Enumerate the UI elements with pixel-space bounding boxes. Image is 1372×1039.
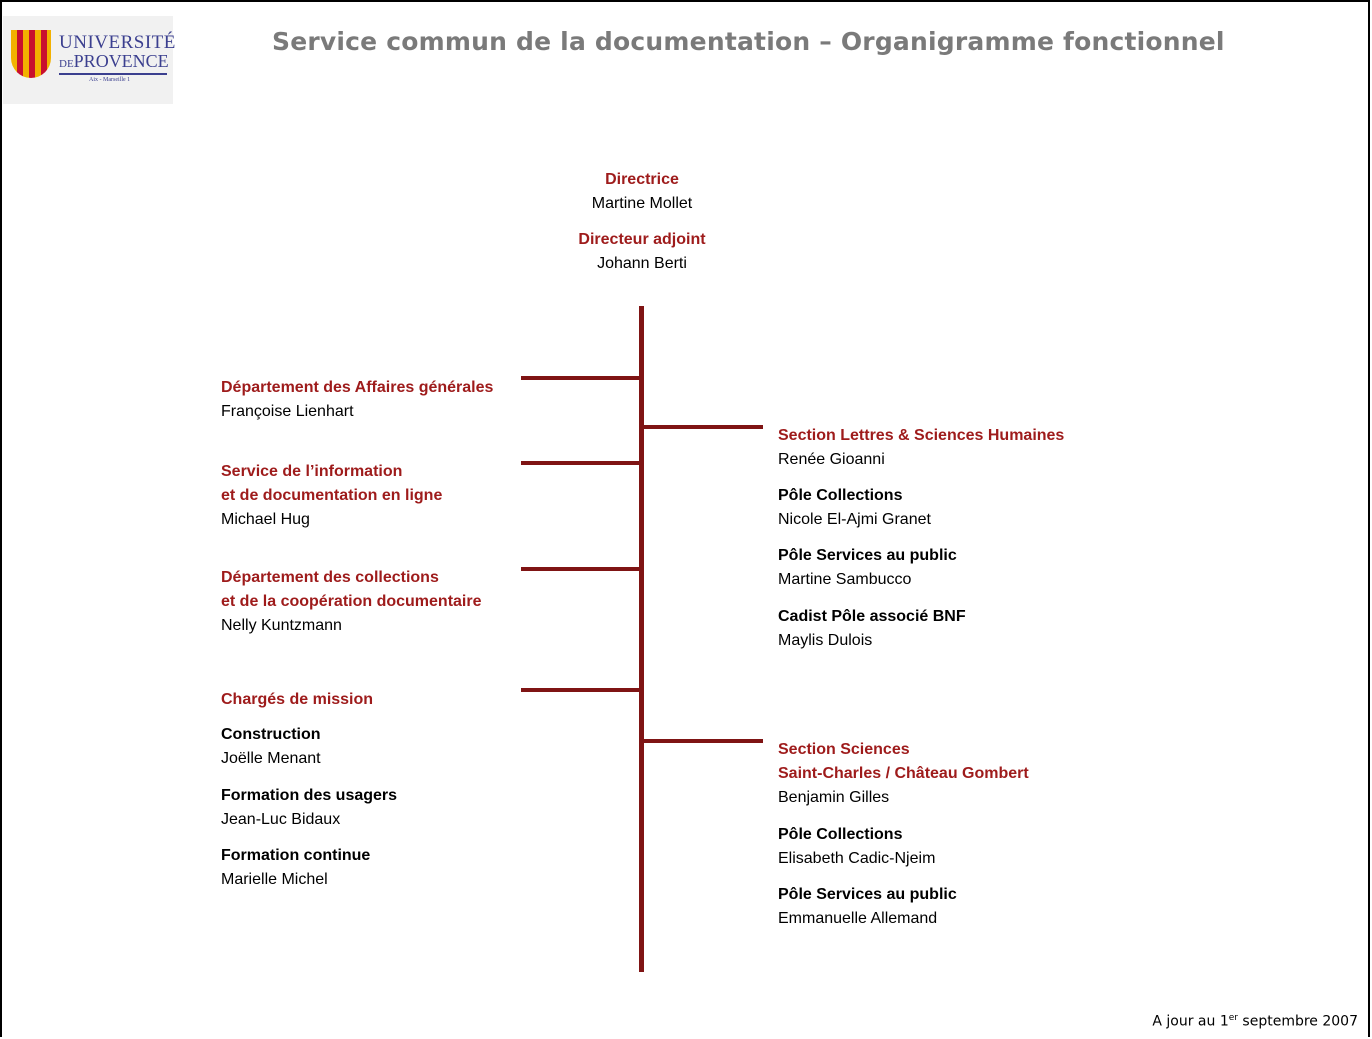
branch-missions <box>521 688 641 692</box>
section-lsh-title: Section Lettres & Sciences Humaines <box>778 427 1065 444</box>
adjoint-block: Directeur adjoint Johann Berti <box>492 228 792 276</box>
pole-name: Nicole El-Ajmi Granet <box>778 511 931 528</box>
pole-title: Pôle Collections <box>778 487 903 504</box>
section-sciences-title-1: Section Sciences <box>778 741 910 758</box>
dept-affaires: Département des Affaires générales Franç… <box>221 376 493 424</box>
service-info: Service de l’information et de documenta… <box>221 460 442 532</box>
section-lsh: Section Lettres & Sciences Humaines René… <box>778 424 1064 472</box>
section-sciences: Section Sciences Saint-Charles / Château… <box>778 738 1029 810</box>
dept-collections-title-2: et de la coopération documentaire <box>221 593 482 610</box>
branch-lsh <box>642 425 763 429</box>
dept-affaires-name: Françoise Lienhart <box>221 403 354 420</box>
pole-item: Pôle Collections Elisabeth Cadic-Njeim <box>778 823 935 871</box>
mission-name: Joëlle Menant <box>221 750 321 767</box>
page-title: Service commun de la documentation – Org… <box>272 27 1225 56</box>
branch-collections <box>521 567 641 571</box>
pole-title: Pôle Services au public <box>778 886 957 903</box>
mission-item: Formation continue Marielle Michel <box>221 844 370 892</box>
direction-block: Directrice Martine Mollet <box>492 168 792 216</box>
dept-collections-title-1: Département des collections <box>221 569 439 586</box>
branch-sciences <box>642 739 763 743</box>
main-trunk-line <box>639 306 644 972</box>
logo-rule <box>59 73 167 75</box>
pole-item: Pôle Services au public Emmanuelle Allem… <box>778 883 957 931</box>
section-lsh-name: Renée Gioanni <box>778 451 885 468</box>
mission-item: Formation des usagers Jean-Luc Bidaux <box>221 784 397 832</box>
mission-item: Construction Joëlle Menant <box>221 723 321 771</box>
pole-name: Emmanuelle Allemand <box>778 910 938 927</box>
pole-item: Pôle Collections Nicole El-Ajmi Granet <box>778 484 931 532</box>
service-info-title-2: et de documentation en ligne <box>221 487 443 504</box>
pole-title: Cadist Pôle associé BNF <box>778 608 966 625</box>
missions-title: Chargés de mission <box>221 688 373 712</box>
service-info-name: Michael Hug <box>221 511 310 528</box>
mission-name: Jean-Luc Bidaux <box>221 811 341 828</box>
adjoint-name: Johann Berti <box>597 255 687 272</box>
directrice-title: Directrice <box>605 171 679 188</box>
mission-title: Formation des usagers <box>221 787 398 804</box>
pole-name: Martine Sambucco <box>778 571 912 588</box>
dept-collections: Département des collections et de la coo… <box>221 566 482 638</box>
logo-line-2: DEPROVENCE <box>59 51 169 71</box>
mission-name: Marielle Michel <box>221 871 328 888</box>
branch-affaires <box>521 376 641 380</box>
mission-title: Construction <box>221 726 321 743</box>
logo-line-1: UNIVERSITÉ <box>59 32 176 53</box>
dept-affaires-title: Département des Affaires générales <box>221 379 494 396</box>
directrice-name: Martine Mollet <box>591 195 693 212</box>
dept-collections-name: Nelly Kuntzmann <box>221 617 342 634</box>
mission-title: Formation continue <box>221 847 371 864</box>
university-logo: UNIVERSITÉ DEPROVENCE Aix - Marseille 1 <box>3 16 176 104</box>
section-sciences-name: Benjamin Gilles <box>778 789 890 806</box>
pole-title: Pôle Services au public <box>778 547 957 564</box>
section-sciences-title-2: Saint-Charles / Château Gombert <box>778 765 1029 782</box>
logo-line-3: Aix - Marseille 1 <box>89 77 131 83</box>
pole-item: Cadist Pôle associé BNF Maylis Dulois <box>778 605 966 653</box>
coat-of-arms-icon <box>11 30 51 78</box>
pole-name: Maylis Dulois <box>778 632 873 649</box>
pole-item: Pôle Services au public Martine Sambucco <box>778 544 957 592</box>
update-date: A jour au 1er septembre 2007 <box>1152 1013 1358 1030</box>
service-info-title-1: Service de l’information <box>221 463 403 480</box>
branch-info <box>521 461 641 465</box>
missions-heading: Chargés de mission <box>221 691 374 708</box>
adjoint-title: Directeur adjoint <box>578 231 706 248</box>
pole-name: Elisabeth Cadic-Njeim <box>778 850 936 867</box>
pole-title: Pôle Collections <box>778 826 903 843</box>
